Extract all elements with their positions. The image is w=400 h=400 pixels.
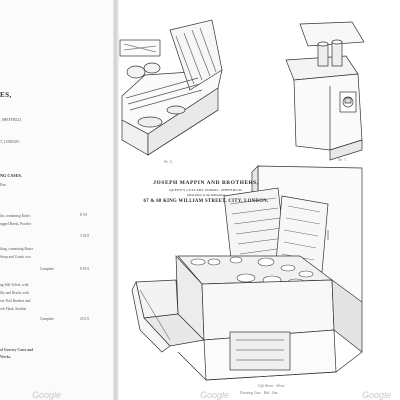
left-line: lin, containing Knife, bbox=[0, 214, 31, 218]
left-price: 8 5 0 bbox=[80, 213, 88, 217]
plate-title-line2: QUEEN'S CUTLERY WORKS, SHEFFIELD, bbox=[169, 187, 243, 192]
left-price: 25 0 0 bbox=[80, 317, 89, 321]
left-line: T, LONDON. bbox=[0, 140, 20, 144]
open-dressing-case-illustration bbox=[119, 19, 223, 156]
left-line: NG CASES. bbox=[0, 173, 22, 178]
left-line: ver Nail Brushes and bbox=[0, 299, 31, 303]
plate-title-line4: 67 & 68 KING WILLIAM STREET, CITY, LONDO… bbox=[143, 199, 269, 204]
main-case-caption-2: Dressing Case · Bed · Size bbox=[240, 391, 278, 395]
plate-title: JOSEPH MAPPIN AND BROTHERS, QUEEN'S CUTL… bbox=[140, 180, 272, 204]
left-line: fily and Brush, with bbox=[0, 291, 29, 295]
left-price: 3 18 0 bbox=[80, 234, 89, 238]
left-line: Pair. bbox=[0, 183, 7, 187]
large-dressing-case-illustration bbox=[131, 165, 363, 381]
book-gutter bbox=[113, 0, 119, 400]
left-page-heading: ES, bbox=[0, 91, 12, 99]
left-line: Complete bbox=[40, 267, 54, 271]
main-case-caption: Gift Weave · Silver bbox=[258, 384, 285, 388]
left-line: Complete bbox=[40, 317, 54, 321]
left-line: of Grocery Cases and bbox=[0, 348, 33, 352]
left-line: ork Flask, Sardine bbox=[0, 307, 27, 311]
left-line: ng Silk Velvet, with bbox=[0, 283, 29, 287]
top-left-case-caption: No. 5, bbox=[164, 160, 173, 164]
left-line: , SHEFFIELD, bbox=[0, 118, 22, 122]
left-line: Works. bbox=[0, 355, 12, 359]
plate-title-line3: (Next-Door to the Institution) bbox=[187, 193, 225, 197]
left-page: ES, , SHEFFIELD, T, LONDON. NG CASES. Pa… bbox=[0, 0, 115, 400]
left-line: ngged Brush, Powder bbox=[0, 222, 32, 226]
top-right-case-caption: No. 7, bbox=[338, 158, 347, 162]
left-line: Strop and Comb, two bbox=[0, 255, 31, 259]
left-price: 8 18 0 bbox=[80, 267, 89, 271]
google-watermark: Google bbox=[362, 390, 392, 400]
travel-case-illustration bbox=[285, 21, 365, 161]
left-line: iling, containing Razor bbox=[0, 247, 34, 251]
google-watermark: Google bbox=[200, 390, 230, 400]
google-watermark: Google bbox=[32, 390, 62, 400]
plate-title-line1: JOSEPH MAPPIN AND BROTHERS, bbox=[153, 180, 259, 186]
